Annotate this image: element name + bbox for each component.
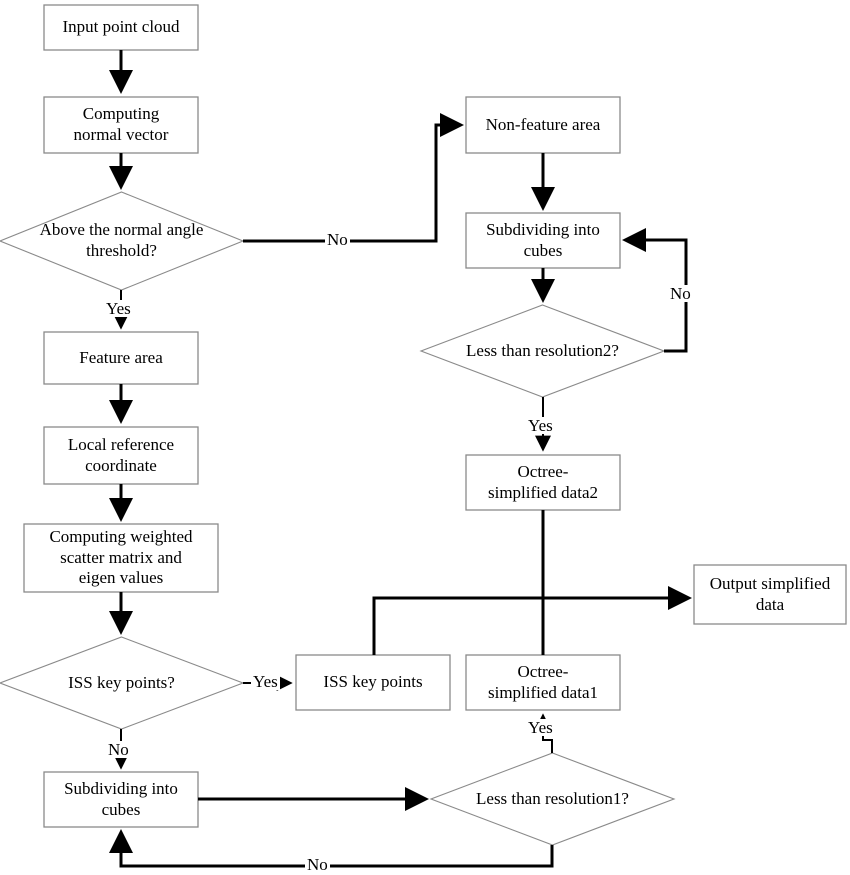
node-shape-subdividing-cubes-left[interactable]: [43, 771, 199, 828]
node-shape-computing-scatter[interactable]: [23, 523, 219, 593]
node-shape-iss-key-points-decision[interactable]: [0, 636, 245, 730]
edge-keypoints-to-output: [372, 596, 543, 655]
node-shape-input-point-cloud[interactable]: [43, 4, 199, 51]
edge-label-yes-iss-key-points: Yes: [251, 672, 280, 691]
node-shape-computing-normal-vector[interactable]: [43, 96, 199, 154]
edge-label-yes-resolution2: Yes: [526, 416, 555, 435]
edge-label-yes-resolution1: Yes: [526, 718, 555, 737]
edge-data2-to-output: [541, 510, 692, 610]
node-shape-octree-simplified-data2[interactable]: [465, 454, 621, 511]
edge-threshold-no-nonfeature: [243, 113, 464, 243]
node-shapes: [0, 4, 847, 846]
node-shape-octree-simplified-data1[interactable]: [465, 654, 621, 711]
node-shape-subdividing-cubes-right[interactable]: [465, 212, 621, 269]
node-shape-less-than-resolution1[interactable]: [429, 752, 676, 846]
edge-resolution1-no-loop: [109, 829, 554, 868]
node-shape-output-simplified-data[interactable]: [693, 564, 847, 625]
node-shape-normal-angle-threshold[interactable]: [0, 191, 245, 291]
edge-label-no-resolution2: No: [668, 284, 693, 303]
node-shape-non-feature-area[interactable]: [465, 96, 621, 154]
node-shape-less-than-resolution2[interactable]: [419, 304, 666, 398]
edge-label-yes-feature-area: Yes: [104, 299, 133, 318]
edge-label-no-resolution1: No: [305, 855, 330, 874]
node-shape-iss-key-points[interactable]: [295, 654, 451, 711]
edge-label-no-non-feature-area: No: [325, 230, 350, 249]
node-shape-local-reference-coord[interactable]: [43, 426, 199, 485]
edge-label-no-iss-key-points: No: [106, 740, 131, 759]
node-shape-feature-area[interactable]: [43, 331, 199, 385]
